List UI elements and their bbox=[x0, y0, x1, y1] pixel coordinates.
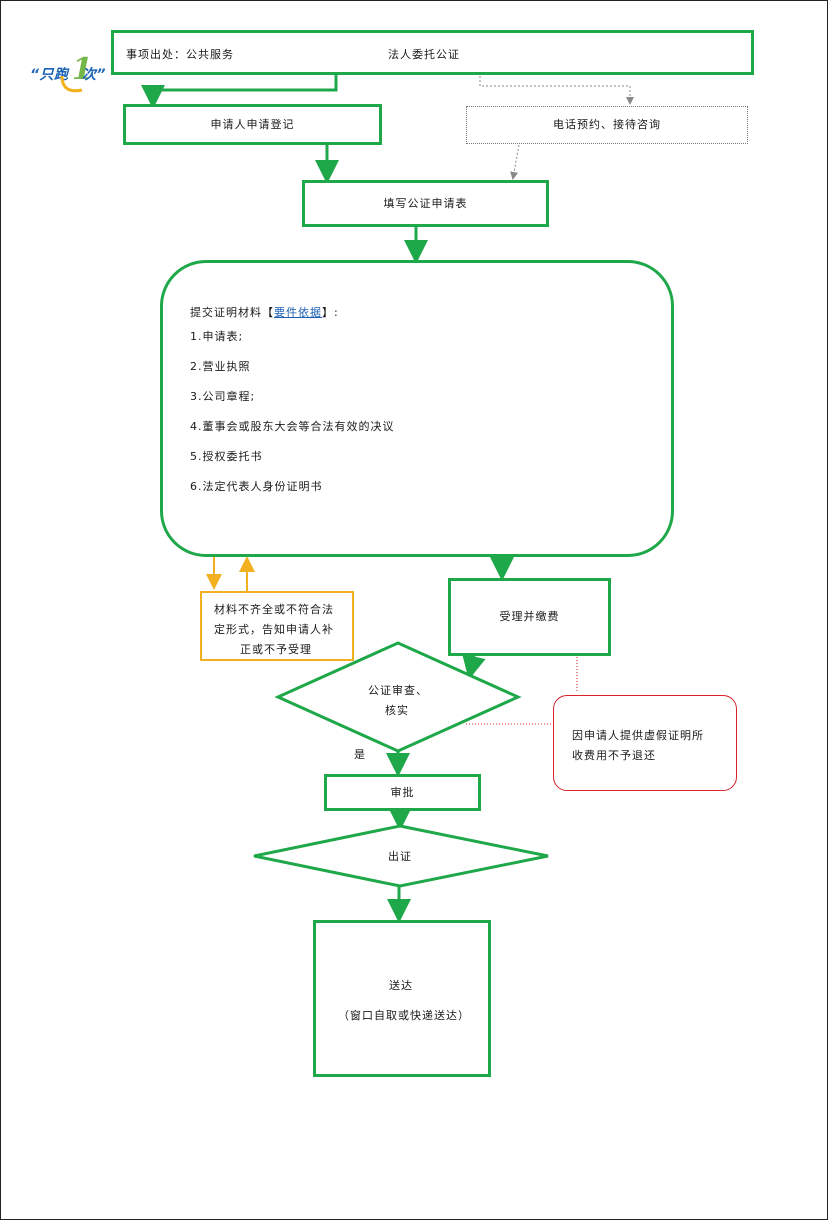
material-item: 1.申请表; bbox=[190, 330, 244, 343]
apply-register-label: 申请人申请登记 bbox=[210, 117, 295, 131]
logo-number: 1 bbox=[72, 52, 93, 87]
incomplete-notice-line: 定形式，告知申请人补 bbox=[214, 623, 334, 636]
arrow-phone-to-form bbox=[510, 144, 520, 180]
material-item: 5.授权委托书 bbox=[190, 450, 263, 463]
approve-label: 审批 bbox=[390, 785, 415, 799]
source-label: 事项出处：公共服务 bbox=[126, 48, 234, 61]
material-item: 6.法定代表人身份证明书 bbox=[190, 480, 323, 493]
step-phone-booking: 电话预约、接待咨询 bbox=[466, 106, 748, 144]
submit-title-suffix: 】: bbox=[322, 306, 339, 319]
review-label-line1: 公证审查、 bbox=[368, 684, 428, 697]
deliver-note: （窗口自取或快递送达） bbox=[338, 1009, 470, 1022]
review-label-line2: 核实 bbox=[385, 704, 409, 717]
false-proof-line: 收费用不予退还 bbox=[572, 749, 656, 762]
yes-label: 是 bbox=[354, 748, 366, 761]
deliver-title: 送达 bbox=[389, 979, 413, 992]
logo-text-left: “只跑 bbox=[30, 67, 69, 83]
incomplete-notice-line: 材料不齐全或不符合法 bbox=[214, 603, 334, 616]
header-box: 事项出处：公共服务 法人委托公证 bbox=[111, 30, 754, 75]
step-fill-form: 填写公证申请表 bbox=[302, 180, 549, 227]
accept-pay-label: 受理并缴费 bbox=[499, 610, 560, 624]
arrow-header-to-register bbox=[141, 74, 338, 109]
issue-label: 出证 bbox=[388, 850, 412, 863]
submit-title: 提交证明材料【要件依据】: bbox=[190, 306, 339, 319]
logo-swoosh-icon bbox=[60, 75, 83, 93]
step-incomplete-notice: 材料不齐全或不符合法 定形式，告知申请人补 正或不予受理 bbox=[200, 591, 354, 661]
material-item: 4.董事会或股东大会等合法有效的决议 bbox=[190, 420, 395, 433]
item-name: 法人委托公证 bbox=[388, 48, 460, 61]
submit-title-prefix: 提交证明材料【 bbox=[190, 306, 274, 319]
step-deliver: 送达 （窗口自取或快递送达） bbox=[313, 920, 491, 1077]
logo-text-right: 次” bbox=[82, 67, 107, 83]
arrow-accept-to-review bbox=[462, 653, 486, 680]
phone-booking-label: 电话预约、接待咨询 bbox=[553, 118, 661, 132]
incomplete-notice-line: 正或不予受理 bbox=[240, 643, 312, 656]
step-apply-register: 申请人申请登记 bbox=[123, 104, 382, 145]
material-item: 2.营业执照 bbox=[190, 360, 251, 373]
step-false-proof-note: 因申请人提供虚假证明所 收费用不予退还 bbox=[553, 695, 737, 791]
arrow-header-to-phone bbox=[479, 76, 634, 105]
fill-form-label: 填写公证申请表 bbox=[383, 196, 468, 210]
requirements-basis-link[interactable]: 要件依据 bbox=[274, 306, 322, 319]
material-item: 3.公司章程; bbox=[190, 390, 256, 403]
only-once-logo: “只跑 1 次” bbox=[30, 50, 112, 100]
step-approve: 审批 bbox=[324, 774, 481, 811]
step-accept-pay: 受理并缴费 bbox=[448, 578, 611, 656]
false-proof-line: 因申请人提供虚假证明所 bbox=[572, 729, 704, 742]
step-submit-materials: 提交证明材料【要件依据】: 1.申请表; 2.营业执照 3.公司章程; 4.董事… bbox=[160, 260, 674, 557]
